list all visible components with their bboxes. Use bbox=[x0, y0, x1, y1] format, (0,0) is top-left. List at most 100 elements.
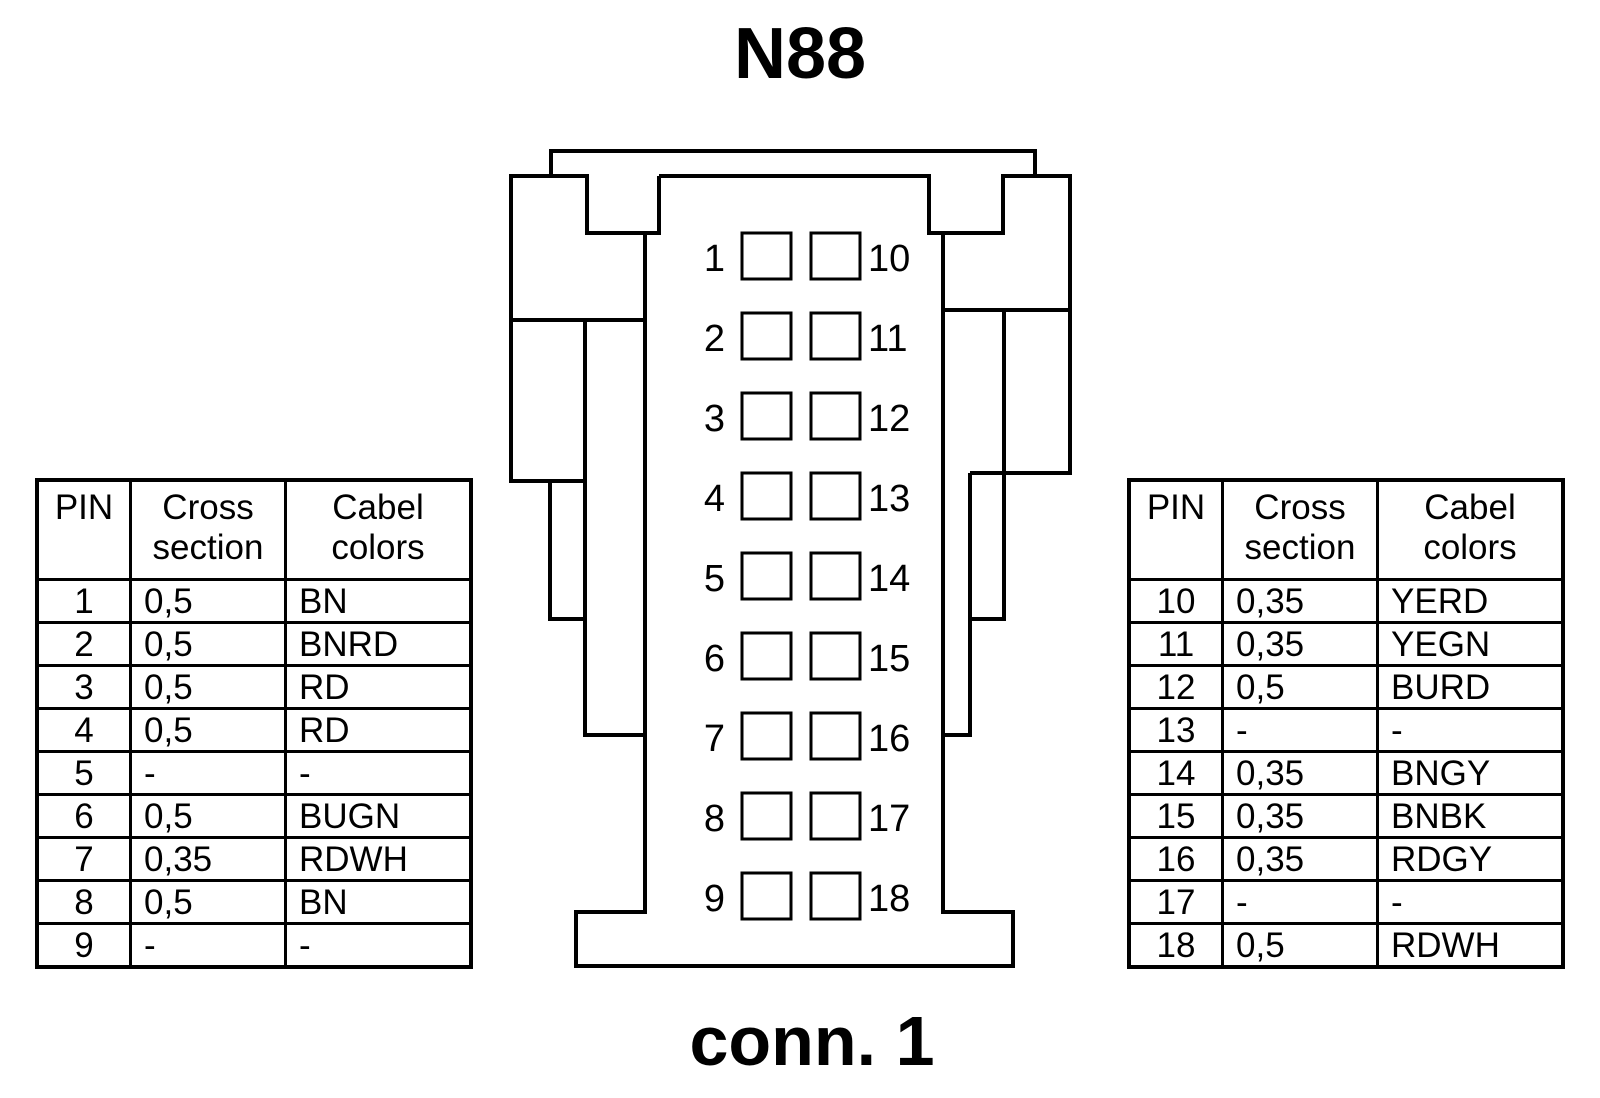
pin-socket-right bbox=[809, 231, 862, 281]
cell-cable-color: BN bbox=[284, 578, 473, 624]
cell-cable-color: RDWH bbox=[1376, 922, 1565, 969]
pin-number-right: 10 bbox=[868, 238, 910, 280]
cell-cable-color: BNRD bbox=[284, 621, 473, 667]
cell-cable-color: BURD bbox=[1376, 664, 1565, 710]
cell-cross-section: 0,5 bbox=[129, 707, 287, 753]
cell-cross-section: - bbox=[1221, 879, 1379, 925]
cell-pin: 12 bbox=[1127, 664, 1224, 710]
pin-number-right: 15 bbox=[868, 638, 910, 680]
table-row: 5-- bbox=[35, 750, 473, 796]
pin-socket-right bbox=[809, 391, 862, 441]
cell-cross-section: 0,35 bbox=[1221, 578, 1379, 624]
cell-pin: 1 bbox=[35, 578, 132, 624]
cell-pin: 14 bbox=[1127, 750, 1224, 796]
cell-pin: 17 bbox=[1127, 879, 1224, 925]
pin-number-left: 7 bbox=[704, 718, 725, 760]
cell-cross-section: 0,35 bbox=[1221, 836, 1379, 882]
pin-number-right: 12 bbox=[868, 398, 910, 440]
diagram-title: N88 bbox=[734, 14, 866, 94]
cell-cross-section: 0,5 bbox=[1221, 922, 1379, 969]
header-pin: PIN bbox=[35, 478, 132, 581]
cell-cross-section: - bbox=[1221, 707, 1379, 753]
cell-cable-color: BN bbox=[284, 879, 473, 925]
cell-cable-color: BNGY bbox=[1376, 750, 1565, 796]
pin-socket-right bbox=[809, 711, 862, 761]
pin-number-right: 16 bbox=[868, 718, 910, 760]
pin-number-right: 18 bbox=[868, 878, 910, 920]
pin-number-left: 3 bbox=[704, 398, 725, 440]
pin-socket-left bbox=[740, 471, 793, 521]
cell-pin: 18 bbox=[1127, 922, 1224, 969]
cell-pin: 10 bbox=[1127, 578, 1224, 624]
cell-cable-color: - bbox=[284, 750, 473, 796]
cell-pin: 4 bbox=[35, 707, 132, 753]
cell-cable-color: - bbox=[1376, 707, 1565, 753]
pin-number-left: 2 bbox=[704, 318, 725, 360]
cell-cable-color: - bbox=[1376, 879, 1565, 925]
pin-socket-right bbox=[809, 791, 862, 841]
cell-pin: 2 bbox=[35, 621, 132, 667]
cell-cross-section: - bbox=[129, 750, 287, 796]
cell-pin: 3 bbox=[35, 664, 132, 710]
pin-number-left: 1 bbox=[704, 238, 725, 280]
cell-cable-color: RD bbox=[284, 664, 473, 710]
pin-number-right: 11 bbox=[868, 318, 907, 360]
pin-socket-left bbox=[740, 871, 793, 921]
cell-cross-section: 0,5 bbox=[129, 793, 287, 839]
cell-cable-color: RDWH bbox=[284, 836, 473, 882]
cell-cross-section: 0,35 bbox=[1221, 750, 1379, 796]
pin-socket-right bbox=[809, 631, 862, 681]
cell-cross-section: 0,5 bbox=[129, 621, 287, 667]
table-row: 13-- bbox=[1127, 707, 1565, 753]
connector-label: conn. 1 bbox=[689, 1002, 934, 1080]
header-pin: PIN bbox=[1127, 478, 1224, 581]
table-row: 17-- bbox=[1127, 879, 1565, 925]
cell-cross-section: 0,5 bbox=[129, 664, 287, 710]
cell-cross-section: 0,5 bbox=[1221, 664, 1379, 710]
pin-number-right: 14 bbox=[868, 558, 910, 600]
pin-socket-right bbox=[809, 311, 862, 361]
cell-cable-color: YEGN bbox=[1376, 621, 1565, 667]
cell-cross-section: 0,35 bbox=[1221, 621, 1379, 667]
pin-socket-left bbox=[740, 231, 793, 281]
cell-pin: 8 bbox=[35, 879, 132, 925]
pin-number-right: 17 bbox=[868, 798, 910, 840]
pin-number-left: 8 bbox=[704, 798, 725, 840]
pin-socket-left bbox=[740, 711, 793, 761]
pin-socket-left bbox=[740, 631, 793, 681]
cell-pin: 11 bbox=[1127, 621, 1224, 667]
cell-pin: 6 bbox=[35, 793, 132, 839]
pin-socket-right bbox=[809, 871, 862, 921]
pin-socket-right bbox=[809, 551, 862, 601]
cell-pin: 13 bbox=[1127, 707, 1224, 753]
cell-cable-color: BNBK bbox=[1376, 793, 1565, 839]
cell-cross-section: 0,35 bbox=[129, 836, 287, 882]
pin-socket-left bbox=[740, 391, 793, 441]
pin-socket-right bbox=[809, 471, 862, 521]
pin-number-left: 4 bbox=[704, 478, 725, 520]
cell-cable-color: YERD bbox=[1376, 578, 1565, 624]
pin-socket-left bbox=[740, 311, 793, 361]
cell-pin: 9 bbox=[35, 922, 132, 969]
